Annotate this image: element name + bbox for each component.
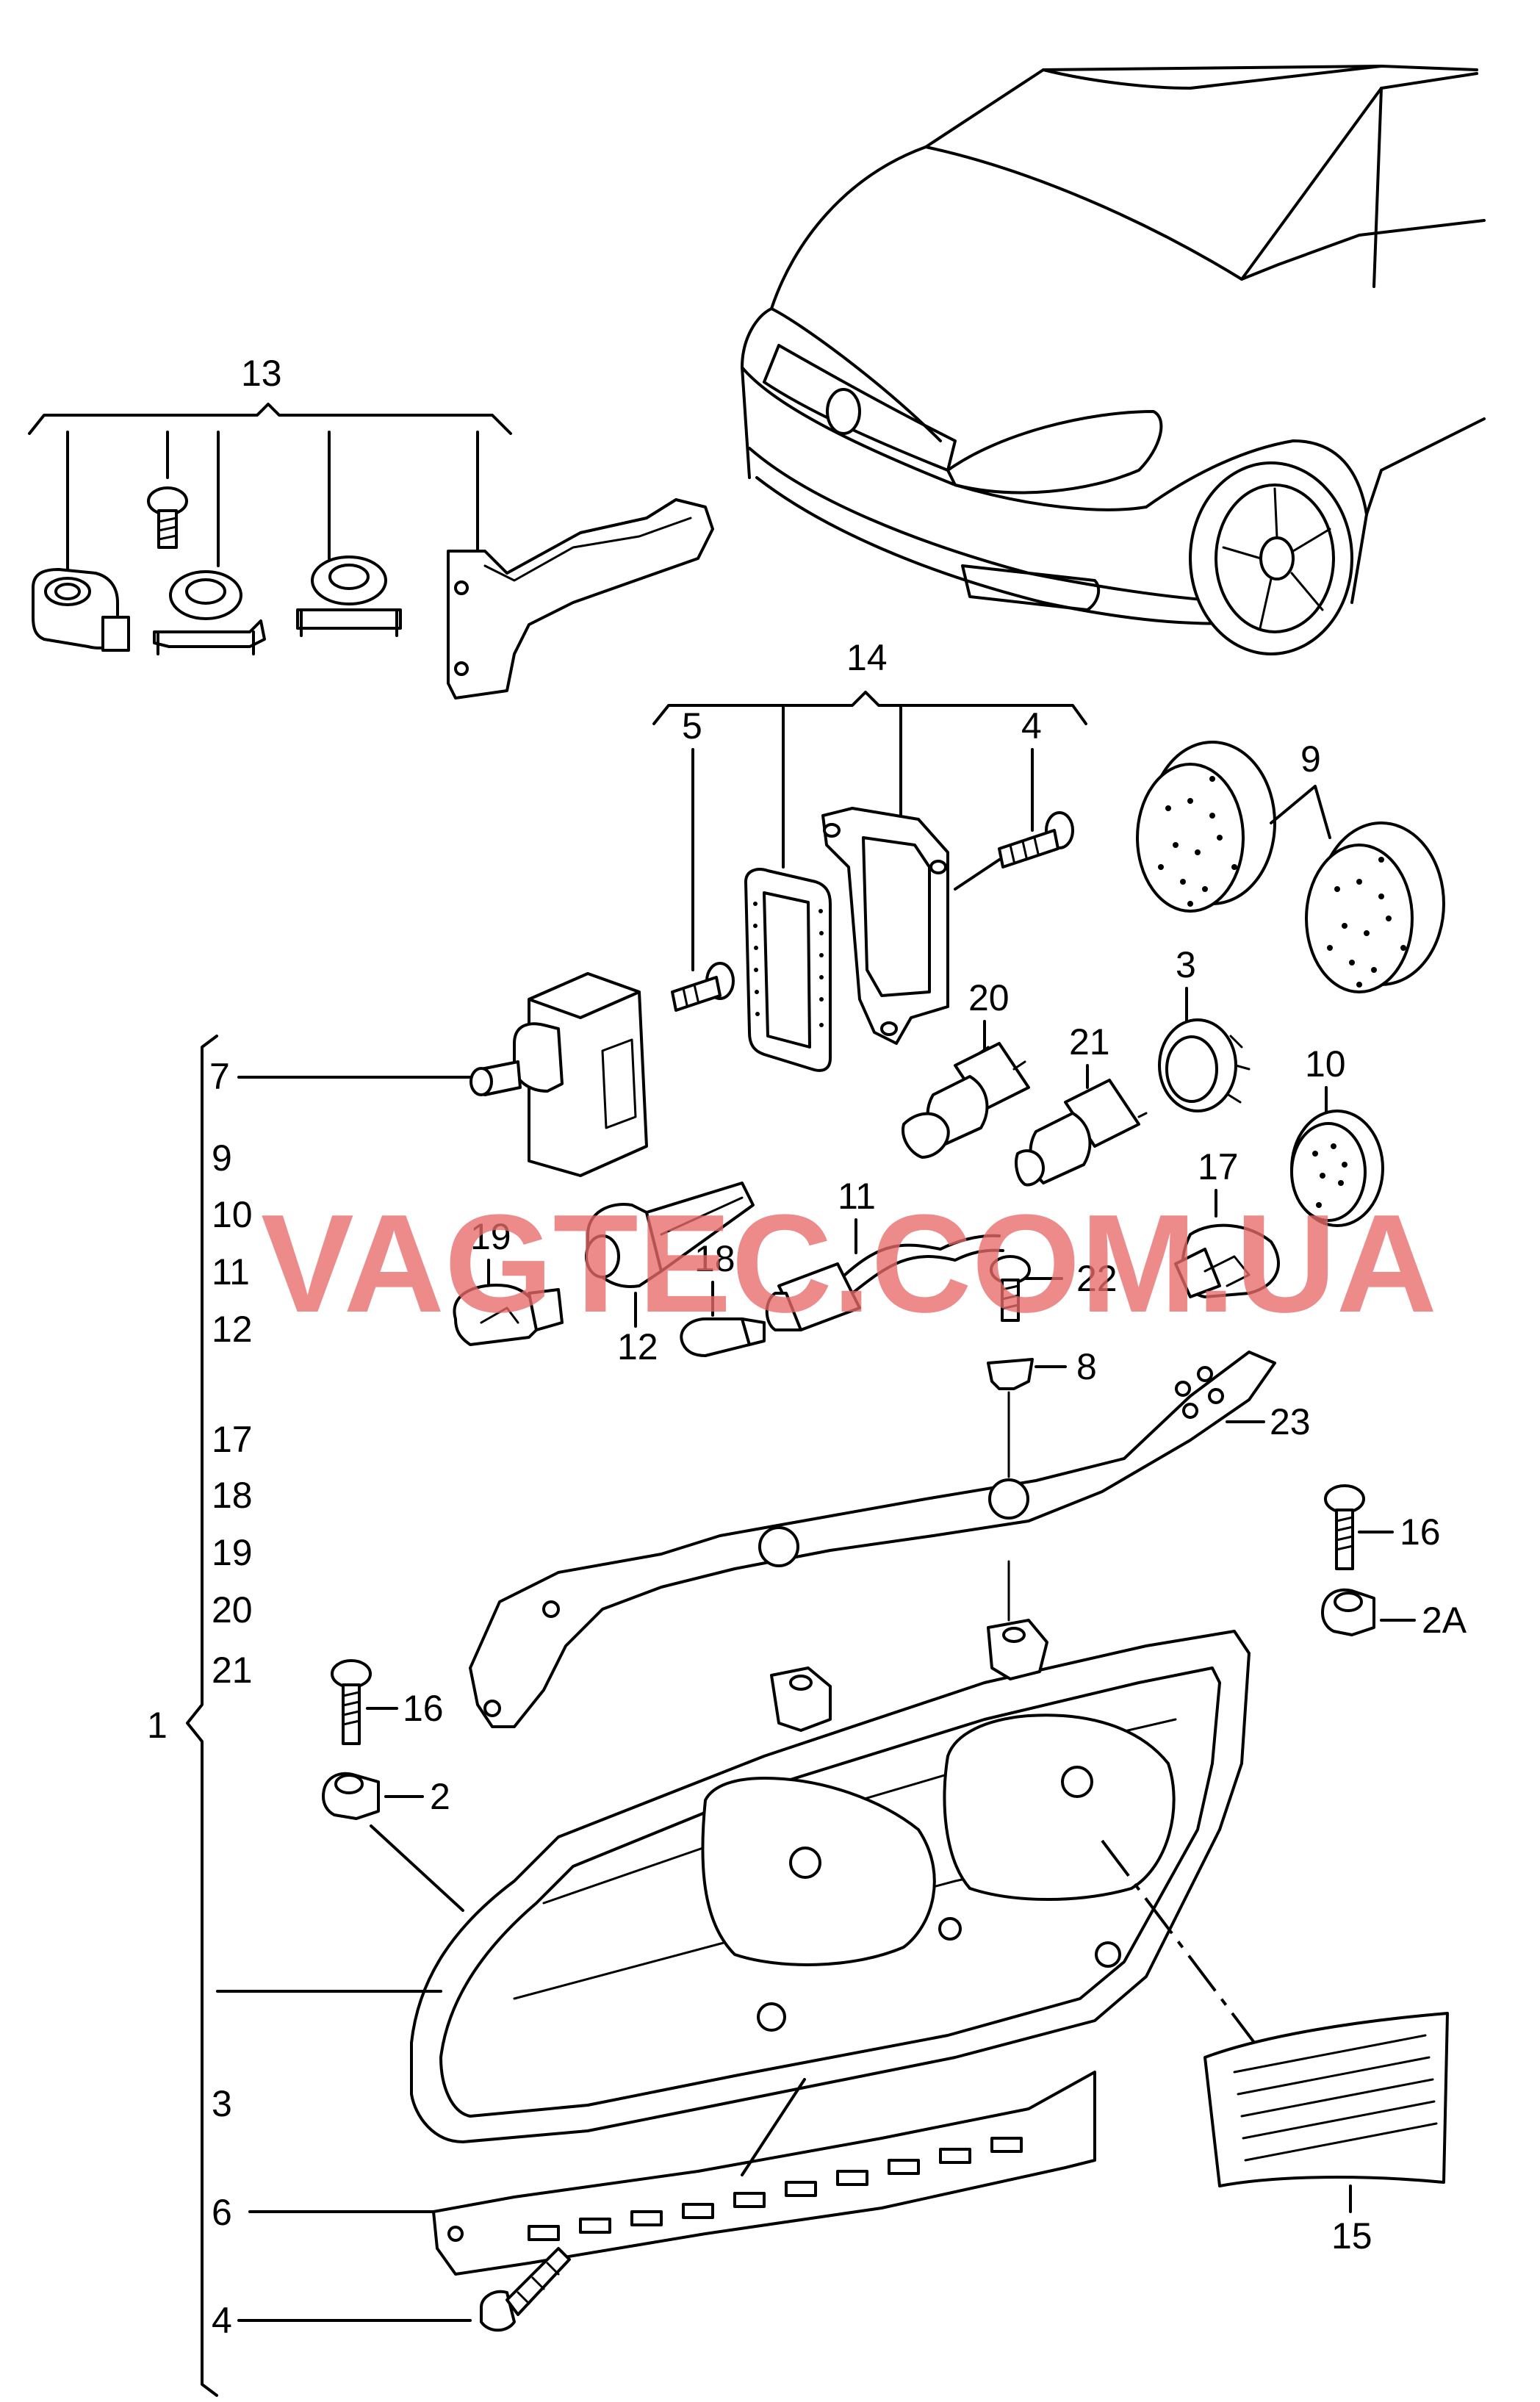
- callout-9-right: 9: [1300, 738, 1321, 780]
- callout-19-bulb: 19: [470, 1216, 511, 1257]
- watermark: VAGTEC.COM.UA: [261, 1186, 1437, 1342]
- screw-16-left: 16 2: [322, 1659, 464, 1912]
- callout-1: 1: [147, 1705, 168, 1746]
- callout-23: 23: [1270, 1401, 1311, 1442]
- bulb-21: 21: [1015, 1021, 1148, 1187]
- callout-8: 8: [1076, 1346, 1097, 1387]
- group-14-gaskets: 14: [652, 637, 1087, 1072]
- harness-11: 11: [765, 1176, 1004, 1331]
- callout-14: 14: [846, 637, 888, 678]
- list-item-5: 18: [212, 1475, 253, 1516]
- caps-9: 9: [1136, 738, 1445, 993]
- assembly-list-1: 1 9 10 11 12 17 18 19 20 21 3: [147, 1035, 442, 2397]
- callout-13: 13: [241, 353, 282, 394]
- screw-16-right: 16 2A: [1321, 1484, 1467, 1641]
- list-item-0: 9: [212, 1137, 232, 1179]
- list-item-3: 12: [212, 1309, 253, 1350]
- bulb-19: 19: [453, 1216, 564, 1346]
- callout-6: 6: [212, 2192, 232, 2233]
- callout-3-list: 3: [212, 2083, 232, 2124]
- list-item-8: 21: [212, 1650, 253, 1691]
- vehicle-front-illustration: [741, 65, 1486, 655]
- callout-17-bulb: 17: [1198, 1146, 1239, 1187]
- callout-16-left: 16: [403, 1688, 444, 1729]
- callout-7: 7: [209, 1056, 230, 1097]
- list-item-4: 17: [212, 1419, 253, 1460]
- callout-12-socket: 12: [617, 1326, 658, 1367]
- callout-16-right: 16: [1400, 1511, 1441, 1553]
- screw-22: 22: [990, 1255, 1118, 1322]
- list-item-6: 19: [212, 1532, 253, 1573]
- screw-4-bottom: 4: [212, 2247, 571, 2341]
- group-13-brackets: 13: [28, 353, 714, 700]
- screw-4-top: 4: [954, 705, 1074, 891]
- callout-3-ring: 3: [1176, 944, 1196, 985]
- bulb-18: 18: [680, 1238, 766, 1357]
- callout-2: 2: [430, 1776, 450, 1817]
- callout-11-harness: 11: [838, 1176, 876, 1217]
- bracket-23: 23: [469, 1351, 1311, 1728]
- callout-2A: 2A: [1422, 1600, 1467, 1641]
- callout-5: 5: [682, 705, 702, 747]
- screw-5: 5: [671, 705, 735, 1012]
- callout-21-bulb: 21: [1069, 1021, 1110, 1062]
- callout-18-bulb: 18: [694, 1238, 735, 1279]
- callout-22: 22: [1076, 1258, 1118, 1299]
- list-item-7: 20: [212, 1589, 253, 1630]
- list-item-2: 11: [212, 1251, 250, 1292]
- ring-3: 3: [1158, 944, 1251, 1112]
- list-item-1: 10: [212, 1194, 253, 1235]
- callout-15: 15: [1331, 2215, 1372, 2257]
- nut-8: 8: [987, 1346, 1097, 1478]
- headlight-assembly: [410, 1560, 1295, 2143]
- socket-12: 12: [585, 1182, 755, 1367]
- callout-20-bulb: 20: [968, 977, 1010, 1018]
- lens-15: 15: [1203, 2012, 1449, 2257]
- callout-10-cap: 10: [1305, 1043, 1346, 1085]
- trim-strip-6: 6: [212, 2071, 1096, 2276]
- cap-10: 10: [1290, 1043, 1384, 1227]
- callout-4-bottom: 4: [212, 2300, 232, 2341]
- bulb-17: 17: [1174, 1146, 1280, 1298]
- motor-7: 7: [209, 972, 648, 1177]
- callout-4-top: 4: [1021, 705, 1042, 747]
- bulb-20: 20: [902, 977, 1030, 1159]
